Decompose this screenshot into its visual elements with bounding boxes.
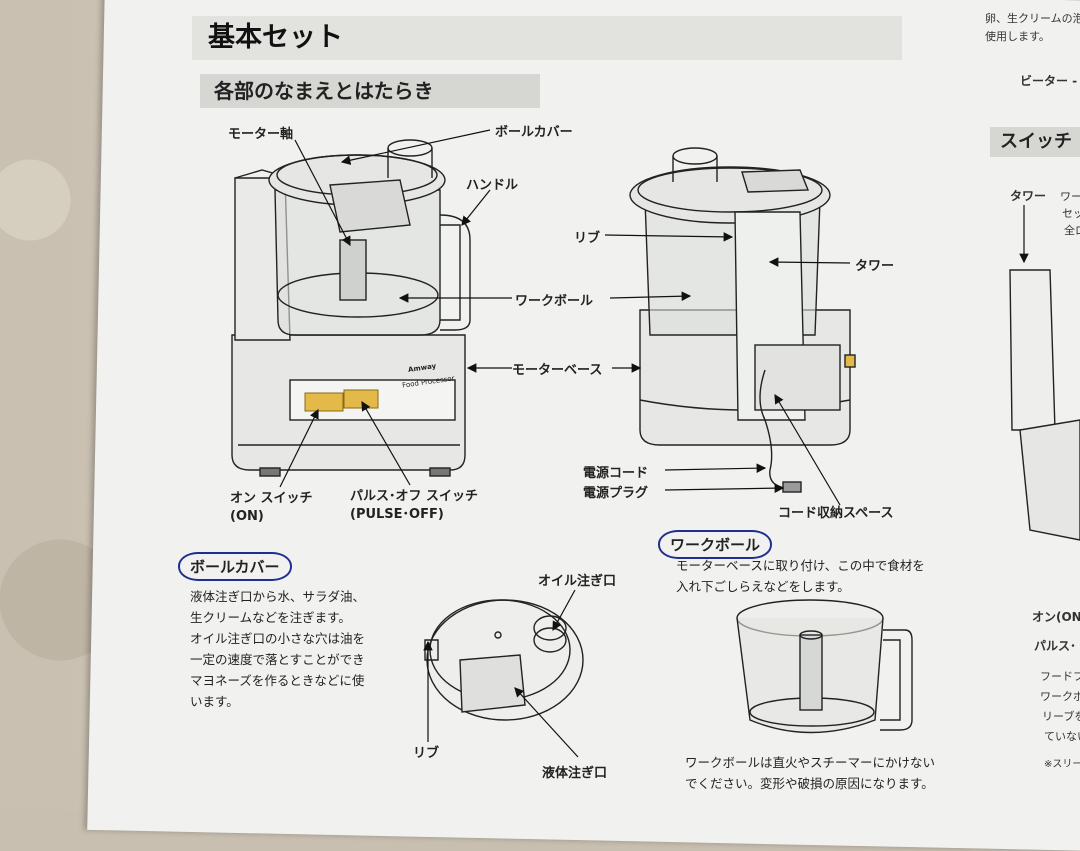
label-cord-storage: コード収納スペース [778,506,894,521]
right-tower-desc2: セッ [1062,207,1080,220]
pulse-off-switch-button [343,389,379,409]
work-bowl-description: モーターベースに取り付け、この中で食材を 入れ下ごしらえなどをします。 [676,558,925,594]
label-on-switch: オン スイッチ (ON) [230,491,313,524]
right-beater-label: ビーター - [1020,74,1078,88]
right-switch-heading: スイッチ [990,127,1080,157]
right-work-line: ワークボ [1040,690,1080,703]
label-power-plug: 電源プラグ [583,486,649,501]
label-bowl-cover: ボールカバー [495,125,573,140]
right-pulse-label: パルス･ [1034,639,1077,653]
label-oil-port: オイル注ぎ口 [538,574,617,589]
food-processor-front-illustration [231,139,471,477]
on-switch-button [304,392,344,412]
right-tower-desc3: 全ロ [1064,224,1080,237]
right-tower-label: タワー [1010,189,1047,203]
label-rib-lower: リブ [413,746,440,761]
right-tower-desc1: ワー [1060,190,1080,203]
bowl-cover-description: 液体注ぎ口から水、サラダ油、 生クリームなどを注ぎます。 オイル注ぎ口の小さな穴… [190,589,366,709]
label-power-cord: 電源コード [583,466,649,481]
page-title: 基本セット [192,16,902,60]
label-tower: タワー [855,259,895,274]
label-handle: ハンドル [466,178,519,193]
heading-bowl-cover: ボールカバー [178,552,292,581]
section-subtitle: 各部のなまえとはたらき [200,74,540,108]
bowl-cover-illustration [424,599,584,721]
right-rib-line: リーブを [1042,710,1080,723]
right-note: ※スリー [1044,759,1080,770]
right-food-line: フードフ [1040,670,1080,683]
right-not-line: ていない [1044,730,1080,743]
right-partial-illustration [1009,269,1080,541]
label-motor-shaft: モーター軸 [228,127,294,142]
right-top-line1: 卵、生クリームの泡 [985,12,1080,25]
label-rib: リブ [574,231,601,246]
heading-work-bowl: ワークボール [658,530,773,559]
food-processor-rear-illustration [629,147,856,493]
right-on-label: オン(ON [1032,610,1080,624]
label-pulse-off-switch: パルス･オフ スイッチ (PULSE･OFF) [350,489,479,522]
work-bowl-illustration [736,599,913,734]
label-motor-base: モーターベース [512,363,603,378]
right-top-line2: 使用します。 [985,30,1050,43]
label-liquid-port: 液体注ぎ口 [542,766,608,781]
diagram-drawings [231,129,1080,758]
label-work-bowl: ワークボール [515,294,594,309]
work-bowl-note: ワークボールは直火やスチーマーにかけない でください。変形や破損の原因になります… [685,755,936,791]
